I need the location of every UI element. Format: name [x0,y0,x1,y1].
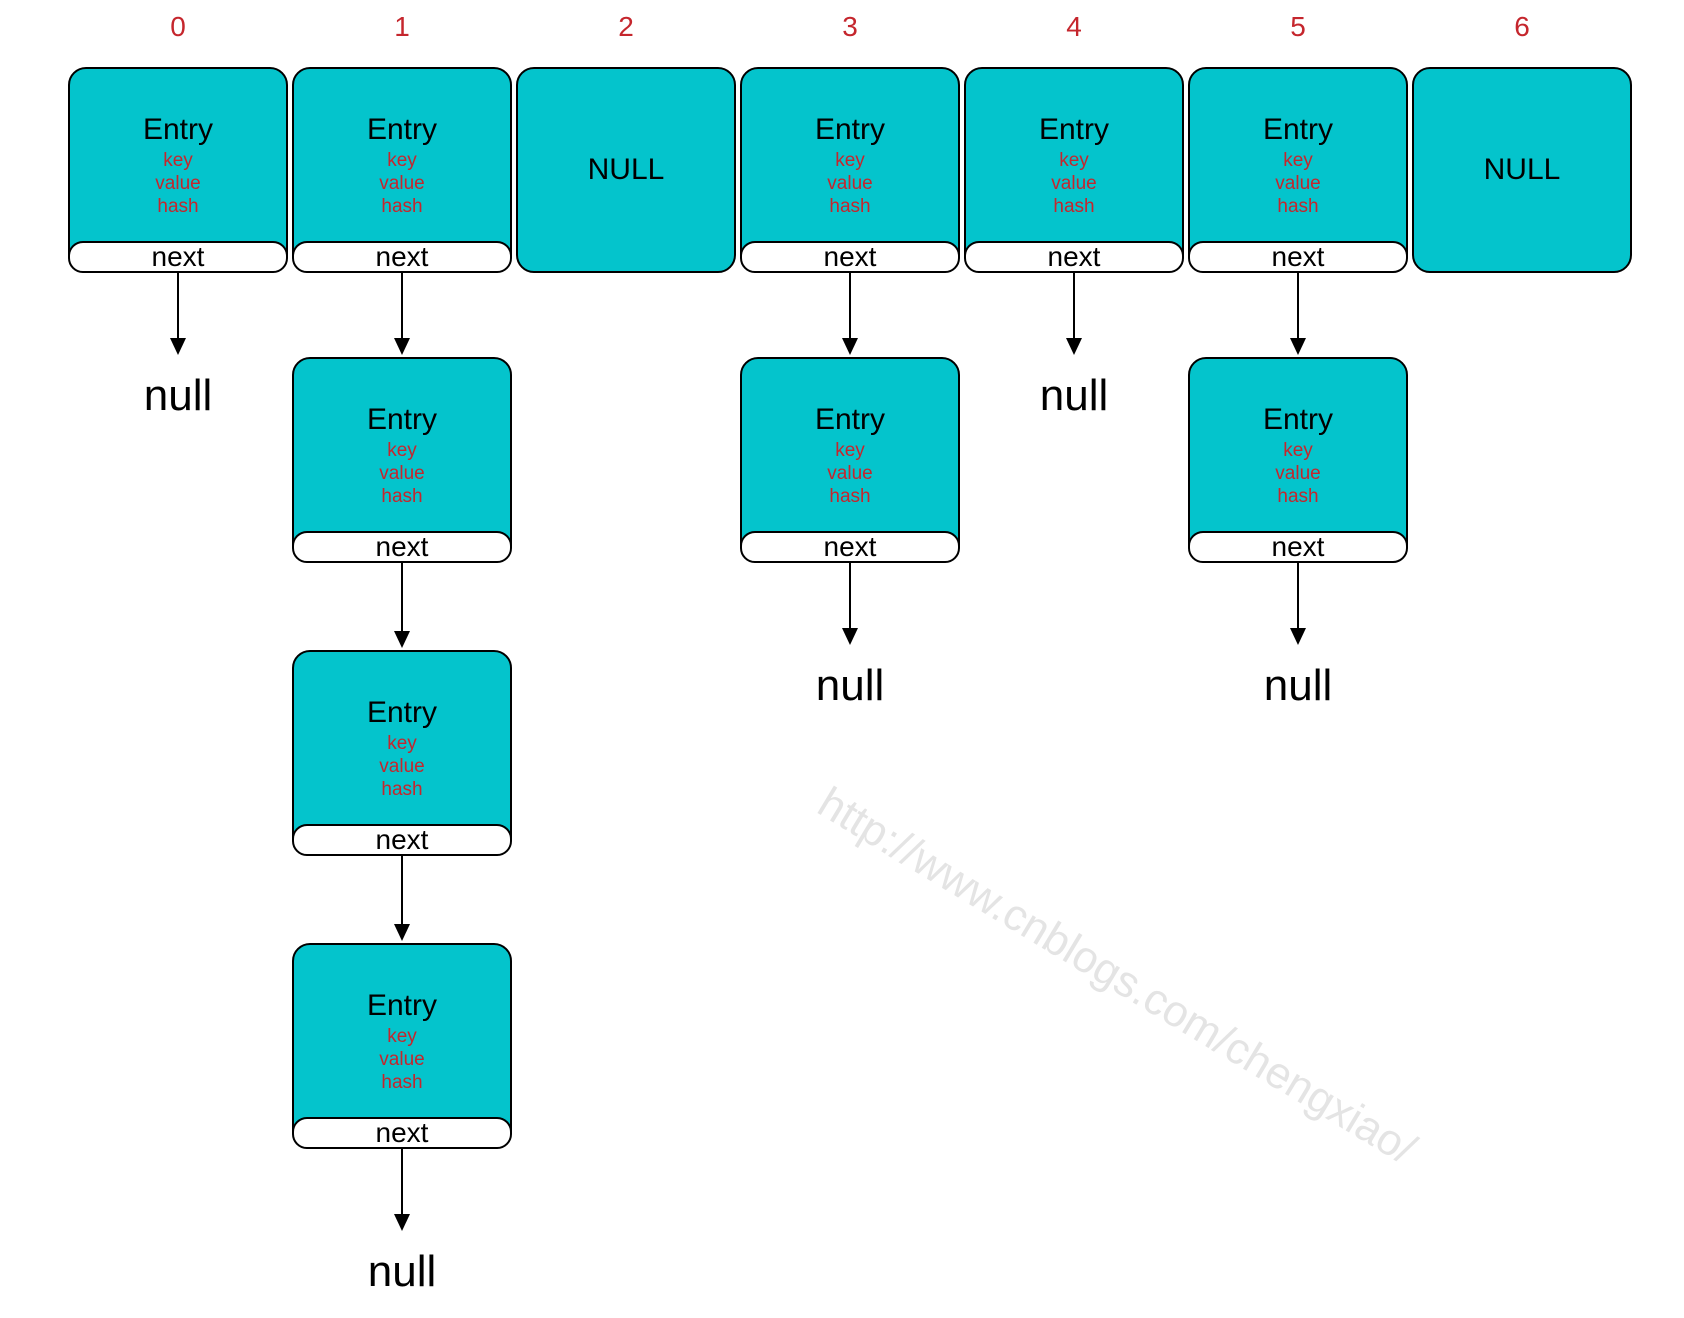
next-arrow-line [401,273,403,340]
entry-field-value: value [827,463,873,484]
entry-field-key: key [387,1026,417,1047]
entry-field-key: key [1283,150,1313,171]
entry-title: Entry [366,989,438,1022]
entry-field-key: key [387,440,417,461]
entry-field-hash: hash [1277,196,1319,217]
entry-field-key: key [387,733,417,754]
entry-field-key: key [163,150,193,171]
next-arrow-line [401,563,403,633]
entry-next-pointer: next [292,241,512,273]
null-box-label: NULL [1483,153,1561,186]
null-terminal-label: null [1263,661,1333,710]
entry-next-pointer: next [1188,531,1408,563]
entry-field-hash: hash [381,196,423,217]
watermark-text: http://www.cnblogs.com/chengxiao/ [809,778,1425,1174]
entry-field-key: key [1283,440,1313,461]
entry-next-pointer: next [964,241,1184,273]
entry-field-key: key [835,440,865,461]
entry-next-pointer: next [68,241,288,273]
entry-next-pointer: next [292,1117,512,1149]
entry-title: Entry [1038,113,1110,146]
entry-next-pointer: next [292,531,512,563]
null-terminal-label: null [1039,371,1109,420]
null-bucket-box-6: NULL [1412,67,1632,273]
entry-title: Entry [142,113,214,146]
entry-field-value: value [379,756,425,777]
entry-next-pointer: next [740,241,960,273]
entry-title: Entry [1262,113,1334,146]
bucket-index-label-0: 0 [170,11,186,42]
null-terminal-label: null [367,1247,437,1296]
bucket-index-label-1: 1 [394,11,410,42]
next-arrow-head [842,338,858,355]
next-arrow-line [401,856,403,926]
entry-field-value: value [1275,173,1321,194]
null-box-label: NULL [587,153,665,186]
next-arrow-line [1297,563,1299,630]
entry-field-value: value [379,1049,425,1070]
null-terminal-label: null [815,661,885,710]
entry-next-pointer: next [292,824,512,856]
next-arrow-head [394,631,410,648]
entry-field-hash: hash [829,486,871,507]
entry-field-key: key [835,150,865,171]
entry-field-hash: hash [381,486,423,507]
bucket-index-label-4: 4 [1066,11,1082,42]
entry-title: Entry [814,403,886,436]
next-arrow-head [842,628,858,645]
next-arrow-head [1290,338,1306,355]
entry-title: Entry [366,696,438,729]
entry-field-hash: hash [381,1072,423,1093]
next-arrow-line [177,273,179,340]
entry-field-key: key [1059,150,1089,171]
entry-field-hash: hash [381,779,423,800]
next-arrow-line [1297,273,1299,340]
bucket-index-label-6: 6 [1514,11,1530,42]
null-bucket-box-2: NULL [516,67,736,273]
entry-title: Entry [366,113,438,146]
next-arrow-head [1066,338,1082,355]
next-arrow-line [1073,273,1075,340]
next-arrow-line [849,273,851,340]
entry-field-value: value [155,173,201,194]
next-arrow-line [849,563,851,630]
bucket-index-label-5: 5 [1290,11,1306,42]
entry-field-value: value [1051,173,1097,194]
entry-field-key: key [387,150,417,171]
entry-next-pointer: next [1188,241,1408,273]
entry-field-hash: hash [157,196,199,217]
entry-field-value: value [827,173,873,194]
null-terminal-label: null [143,371,213,420]
entry-field-value: value [379,463,425,484]
entry-title: Entry [1262,403,1334,436]
entry-field-value: value [379,173,425,194]
entry-field-hash: hash [1053,196,1095,217]
next-arrow-head [1290,628,1306,645]
next-arrow-line [401,1149,403,1216]
next-arrow-head [170,338,186,355]
entry-field-value: value [1275,463,1321,484]
bucket-index-label-3: 3 [842,11,858,42]
entry-title: Entry [366,403,438,436]
entry-next-pointer: next [740,531,960,563]
entry-field-hash: hash [1277,486,1319,507]
next-arrow-head [394,1214,410,1231]
entry-field-hash: hash [829,196,871,217]
entry-title: Entry [814,113,886,146]
bucket-index-label-2: 2 [618,11,634,42]
next-arrow-head [394,924,410,941]
next-arrow-head [394,338,410,355]
